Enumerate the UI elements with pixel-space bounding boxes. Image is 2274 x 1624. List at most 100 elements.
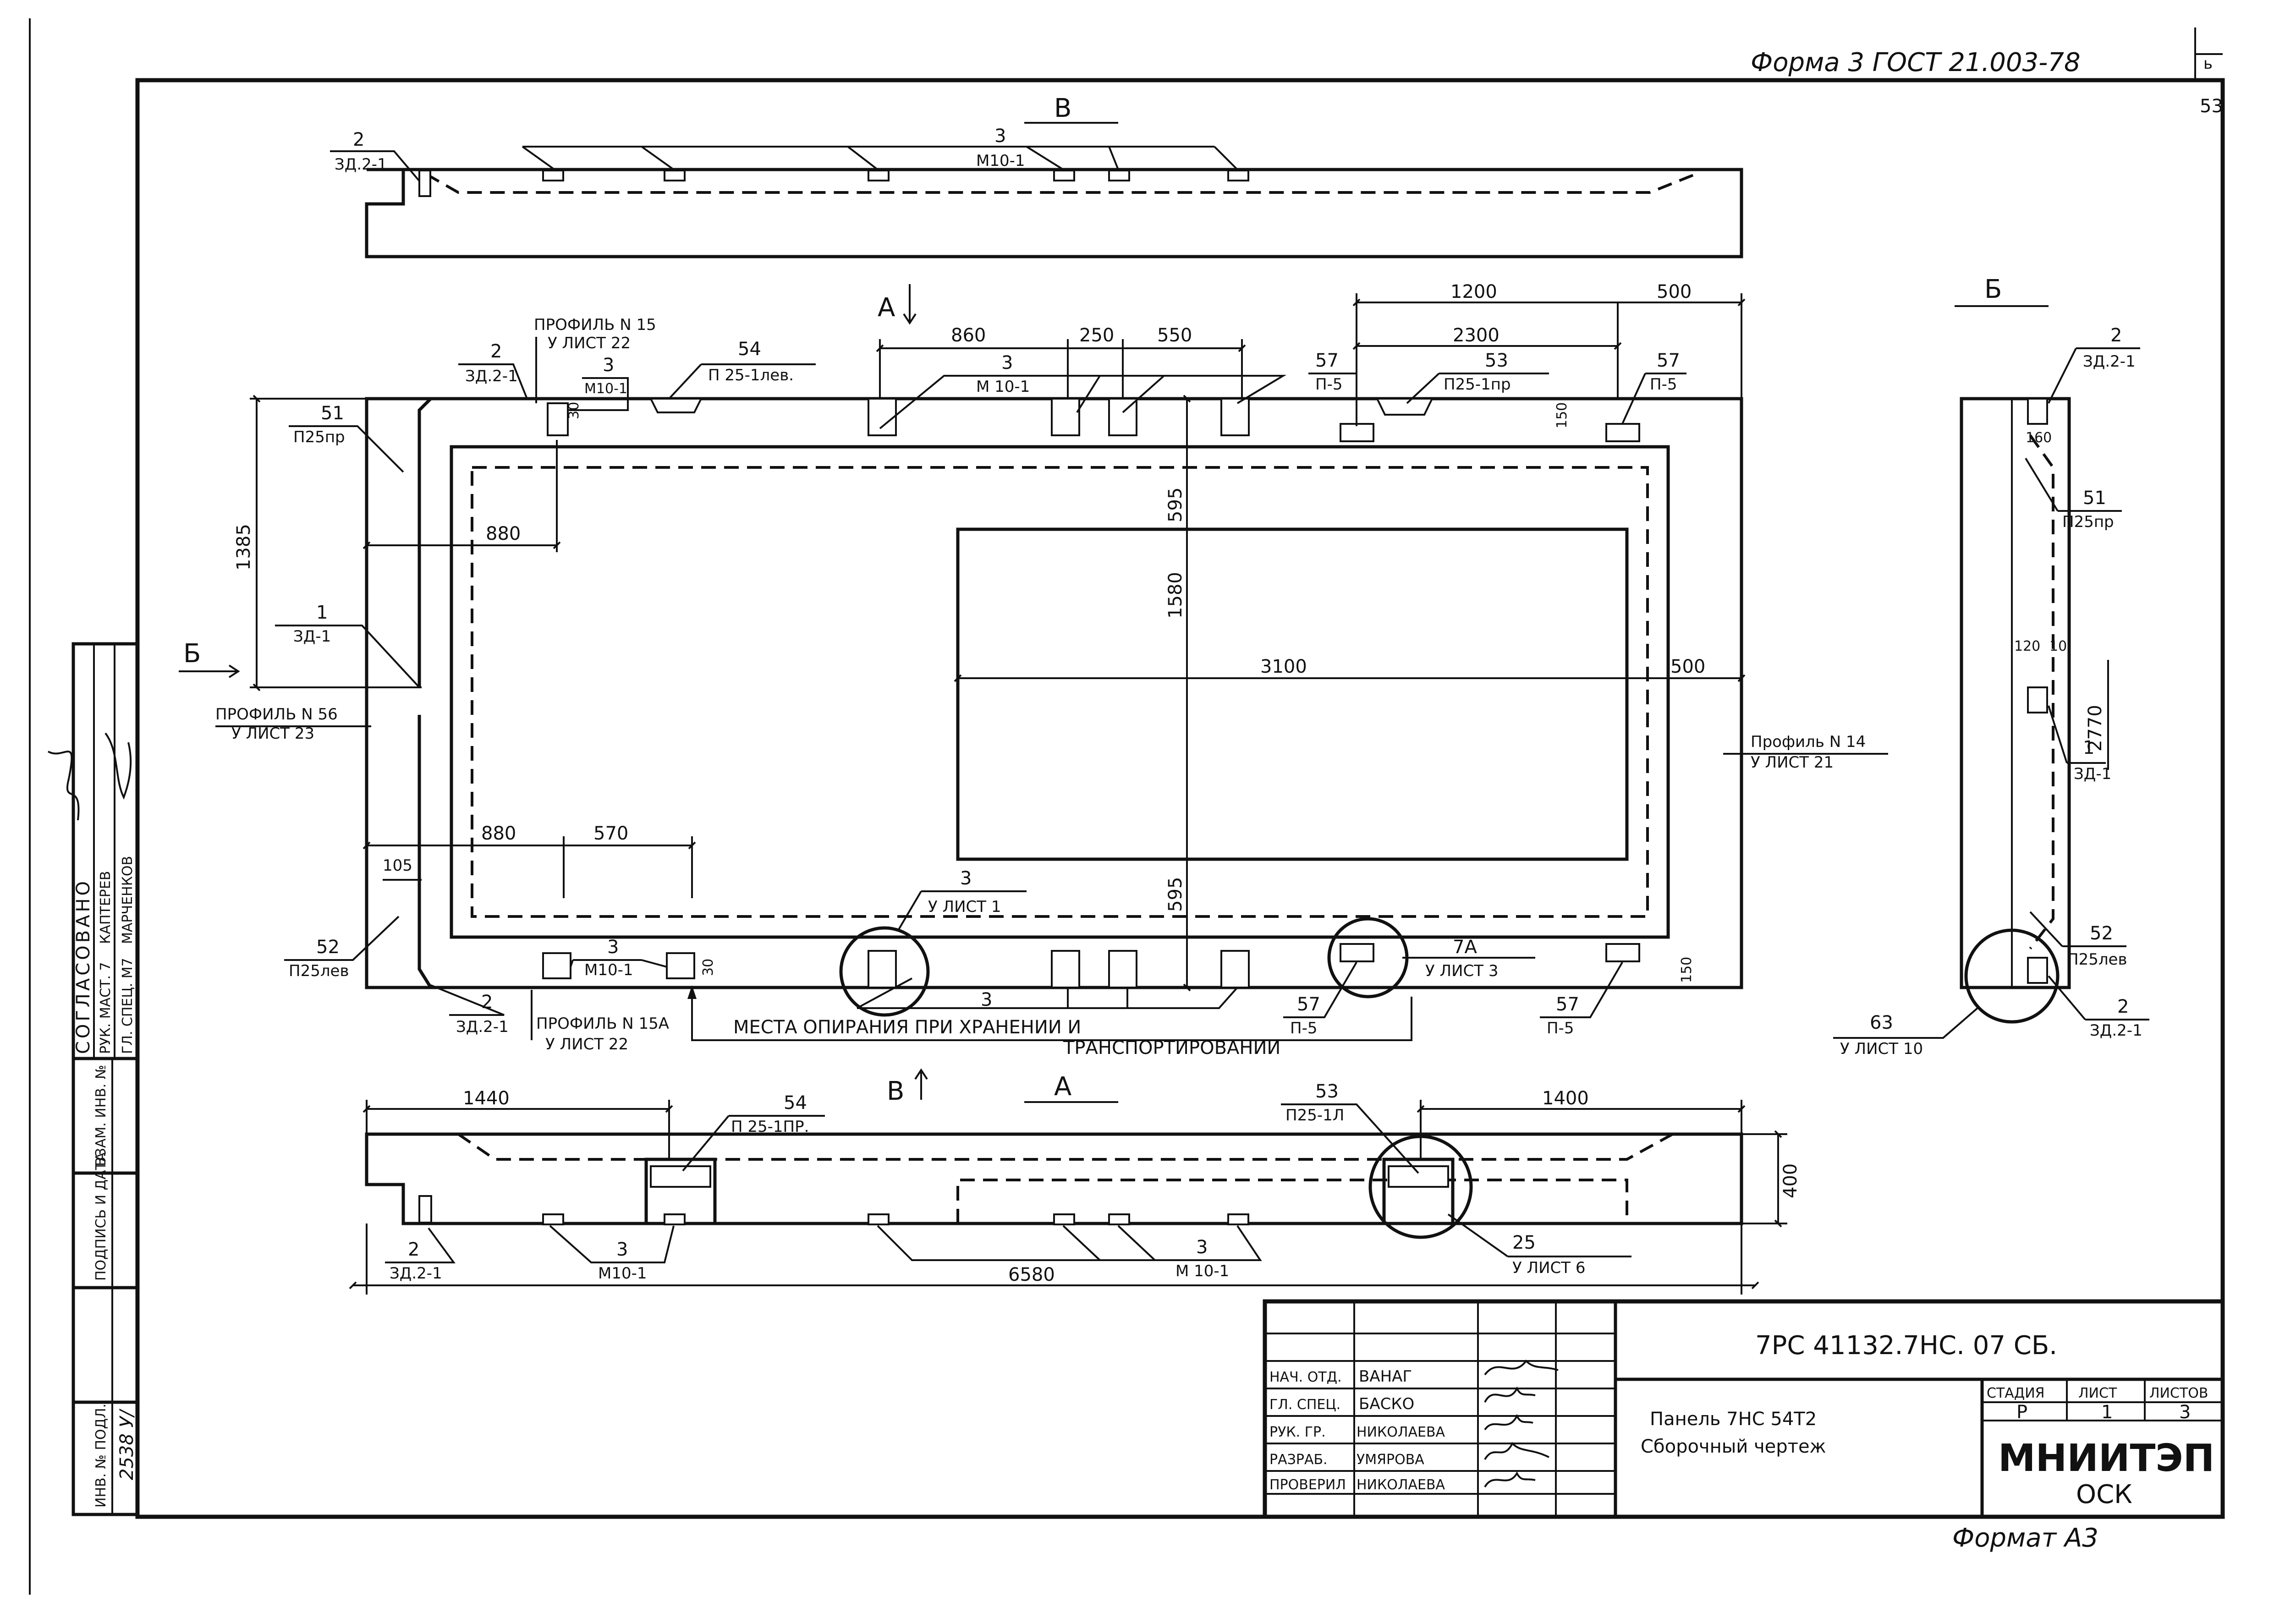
detail-7a-mark: 7А [1453,937,1477,958]
role-developer: РАЗРАБ. [1269,1452,1328,1468]
profile-15a: ПРОФИЛЬ N 15А [536,1015,669,1033]
sheet-number: 53 [2200,96,2223,117]
profile-15a-sheet: У ЛИСТ 22 [545,1035,628,1053]
role-group-lead: РУК. ГР. [1269,1424,1326,1440]
profile-14: Профиль N 14 [1751,733,1866,751]
role-head-of-dept: НАЧ. ОТД. [1269,1369,1342,1385]
approver2-name: МАРЧЕНКОВ [120,856,136,944]
dim-150-bottom: 150 [1679,957,1695,983]
plan-mark-1: 1 [316,602,328,623]
dim-1385: 1385 [233,524,254,571]
side-mark-63-sheet: У ЛИСТ 10 [1840,1040,1923,1058]
stage-header: СТАДИЯ [1987,1385,2045,1401]
top-mark-2-ref: ЗД.2-1 [335,155,387,174]
drawing-title-line2: Сборочный чертеж [1641,1436,1826,1457]
plan-mark-2: 2 [490,341,502,362]
view-b-title: Б [1984,274,2002,304]
dim-860: 860 [951,325,986,346]
bottom-mark-53-ref: П25-1Л [1285,1106,1344,1125]
plan-mark-3b-ref: М 10-1 [976,378,1030,396]
top-mark-3: 3 [994,126,1006,147]
bottom-mark-25-sheet: У ЛИСТ 6 [1512,1259,1585,1277]
dim-1400: 1400 [1542,1088,1589,1109]
dim-150-top: 150 [1554,402,1570,428]
bottom-mark-25: 25 [1512,1232,1536,1253]
side-mark-52-ref: П25лев [2067,950,2127,969]
plan-mark-3a: 3 [603,355,614,376]
bottom-mark-3a-ref: М10-1 [598,1264,647,1283]
side-mark-2-ref: ЗД.2-1 [2083,352,2136,371]
drawing-code: 7РС 41132.7НС. 07 СБ. [1755,1331,2057,1361]
dim-105: 105 [383,856,412,875]
plan-mark-3c: 3 [607,937,619,958]
plan-mark-57b: 57 [1657,350,1680,371]
dim-2770: 2770 [2085,705,2106,752]
bottom-mark-3b: 3 [1196,1237,1208,1258]
detail-3-mark: 3 [960,868,972,889]
plan-mark-52-ref: П25лев [289,962,349,980]
approver1-name: КАПТЕРЕВ [98,871,114,944]
plan-mark-2b-ref: ЗД.2-1 [456,1018,509,1036]
format-label: Формат А3 [1952,1523,2098,1553]
plan-mark-3b: 3 [1001,352,1013,373]
plan-mark-57b-ref: П-5 [1650,375,1677,394]
form-stamp: Форма 3 ГОСТ 21.003-78 [1751,48,2081,77]
name-group-lead: НИКОЛАЕВА [1357,1424,1445,1440]
dim-880-bottom: 880 [481,823,516,844]
bottom-mark-3a: 3 [616,1239,628,1260]
plan-mark-57c: 57 [1297,994,1320,1015]
plan-mark-54: 54 [738,339,761,360]
approval-texts: СОГЛАСОВАНО РУК. МАСТ. 7 КАПТЕРЕВ ГЛ. СП… [73,856,137,1508]
dim-6580: 6580 [1008,1264,1055,1285]
plan-mark-54-ref: П 25-1лев. [708,366,794,384]
dim-120: 120 [2014,638,2040,654]
dim-500-top: 500 [1657,281,1692,302]
sheets-header: ЛИСТОВ [2149,1385,2208,1401]
drawing-title-line1: Панель 7НС 54Т2 [1650,1409,1817,1430]
signature-1 [1484,1359,1559,1376]
name-chief-spec: БАСКО [1359,1395,1414,1413]
profile-15: ПРОФИЛЬ N 15 [534,316,656,334]
detail-7a-sheet: У ЛИСТ 3 [1425,962,1498,980]
dim-10: 10 [2049,638,2067,654]
dim-500-right: 500 [1670,656,1705,677]
name-head-of-dept: ВАНАГ [1359,1367,1412,1386]
section-arrows: А Б В [179,284,928,1106]
plan-mark-52: 52 [316,937,340,958]
role-chief-spec: ГЛ. СПЕЦ. [1269,1397,1340,1413]
detail-3-sheet: У ЛИСТ 1 [928,898,1001,916]
bottom-mark-2-ref: ЗД.2-1 [390,1264,442,1283]
bottom-mark-53: 53 [1315,1081,1339,1102]
sheet-value: 1 [2101,1402,2113,1423]
cell-sign-date: ПОДПИСЬ И ДАТА [93,1152,109,1281]
profile-15-sheet: У ЛИСТ 22 [548,334,631,352]
view-v-elevation: В 3 М10-1 2 ЗД.2-1 [330,93,1743,258]
organization-name: МНИИТЭП [1998,1437,2214,1480]
dim-1580: 1580 [1165,572,1186,619]
plan-mark-57d: 57 [1556,994,1579,1015]
side-mark-1-ref: ЗД-1 [2074,765,2111,783]
plan-mark-57a-ref: П-5 [1315,375,1342,394]
side-mark-2b-ref: ЗД.2-1 [2090,1021,2142,1040]
plan-callouts: ПРОФИЛЬ N 15 У ЛИСТ 22 2 ЗД.2-1 3 М10-1 … [215,316,1888,1059]
stage-value: Р [2016,1402,2027,1423]
plan-dimensions: 1200 500 2300 860 250 550 1385 880 595 1… [233,281,1746,992]
section-a-label: А [878,293,895,323]
dim-570: 570 [593,823,628,844]
bottom-mark-54-ref: П 25-1ПР. [731,1118,809,1136]
name-developer: УМЯРОВА [1357,1452,1424,1468]
support-note-line1: МЕСТА ОПИРАНИЯ ПРИ ХРАНЕНИИ И [733,1017,1081,1038]
view-a-elevation: А 1440 1400 400 6580 54 П 25-1ПР. 53 П25… [349,1072,1801,1295]
bottom-mark-2: 2 [408,1239,419,1260]
view-a-title: А [1054,1072,1071,1102]
side-mark-52: 52 [2090,923,2113,944]
organization-subdivision: ОСК [2076,1480,2132,1509]
view-b-side: Б 2 ЗД.2-1 160 51 П25пр 120 10 2770 1 ЗД… [1833,274,2149,1058]
plan-mark-57d-ref: П-5 [1547,1019,1574,1037]
dim-160: 160 [2026,430,2052,446]
plan-mark-3a-ref: М10-1 [584,381,627,397]
profile-56-sheet: У ЛИСТ 23 [231,724,314,743]
sheets-value: 3 [2179,1402,2191,1423]
dim-880-top: 880 [486,523,521,544]
dim-1200: 1200 [1450,281,1497,302]
